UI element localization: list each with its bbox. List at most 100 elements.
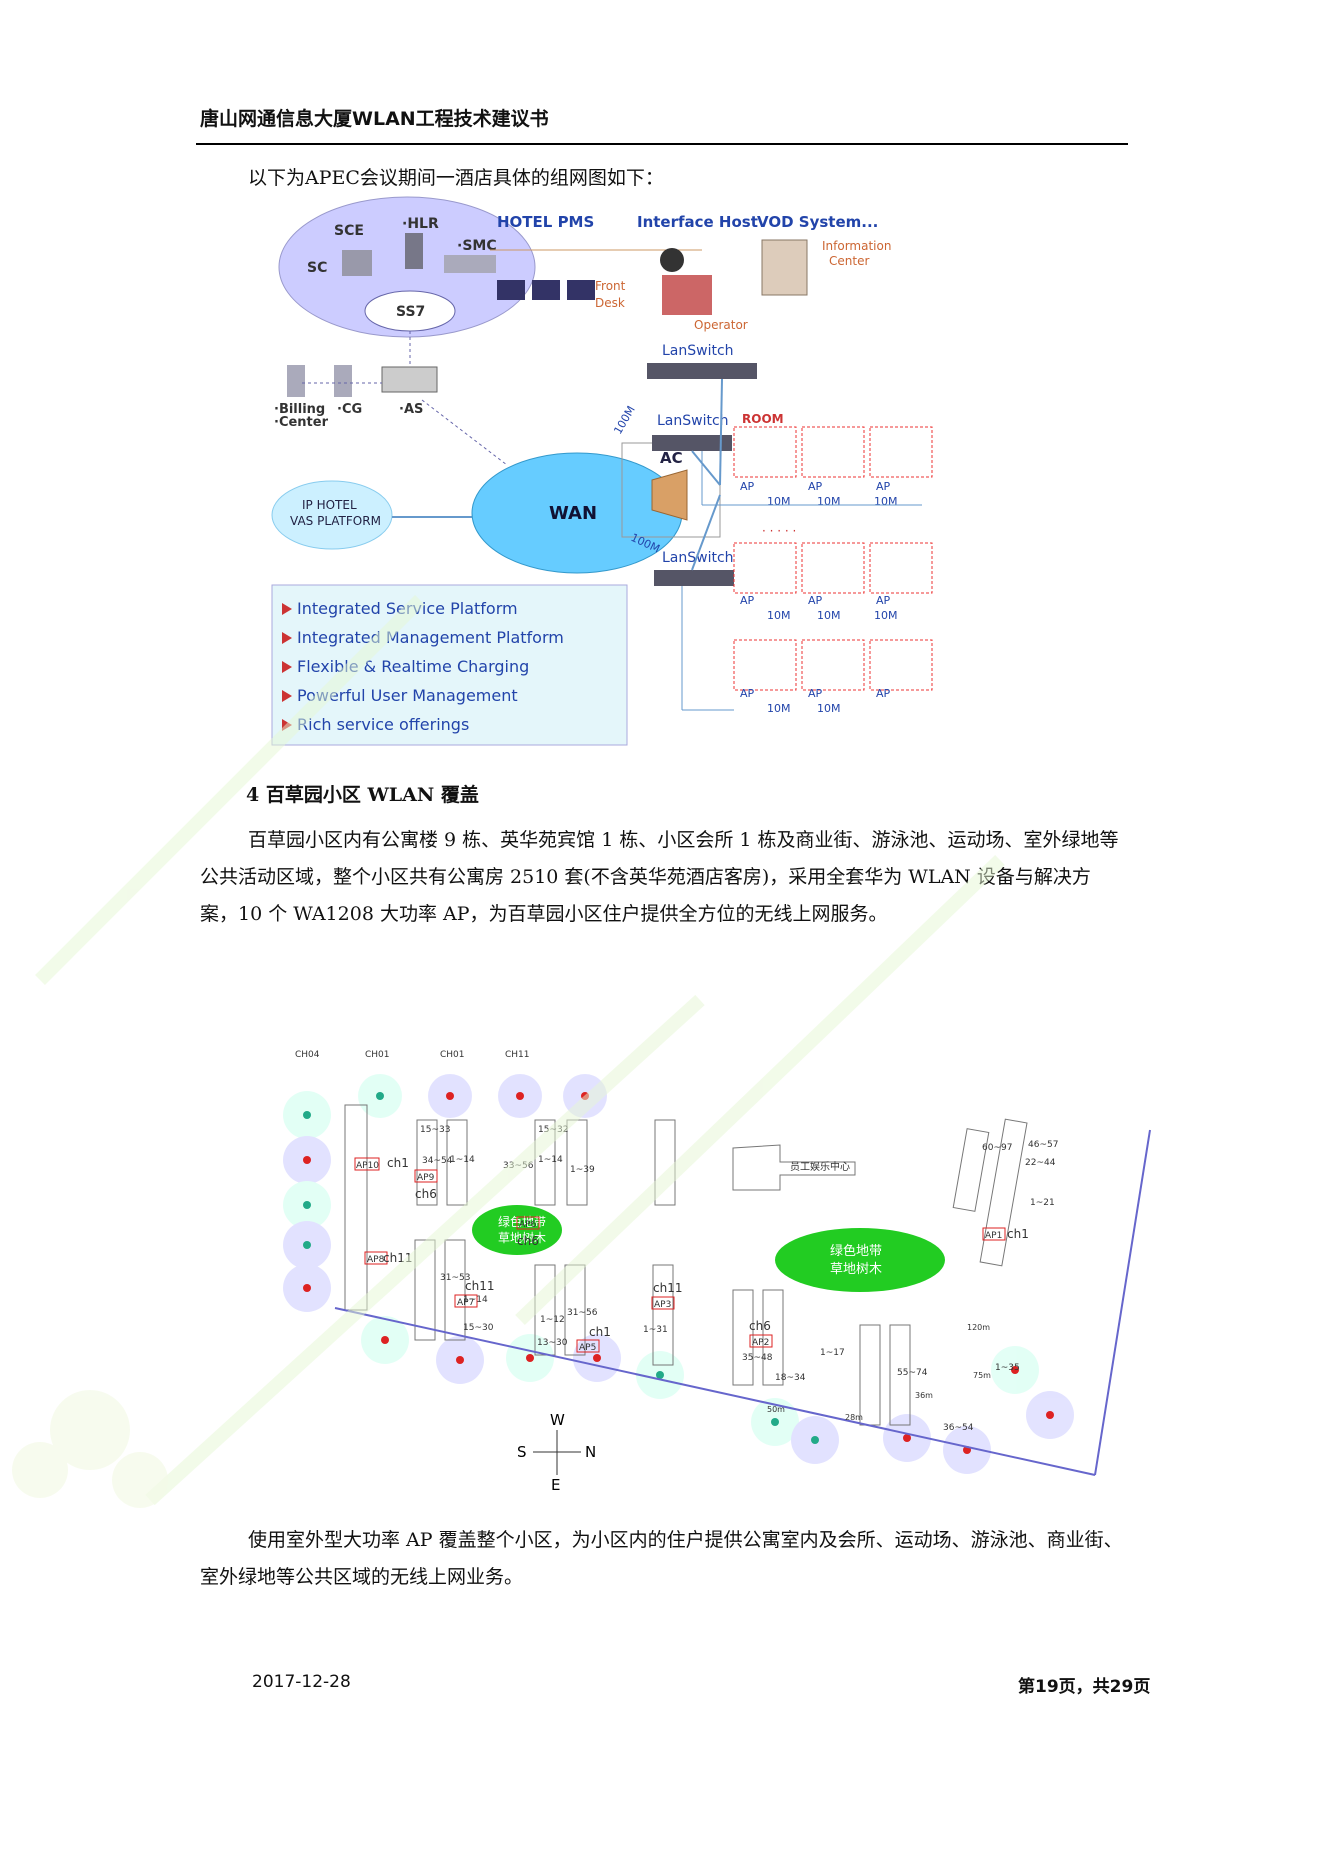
top-ap-label: CH01 [365, 1050, 390, 1060]
ip-hotel-label: IP HOTEL [302, 498, 357, 512]
coverage-map: CH04 CH01 CH01 CH11 员工娱乐中心 绿色地带 草地树木 绿色地… [283, 1050, 1151, 1494]
range-label: 1~31 [643, 1325, 668, 1335]
range-label: 15~32 [538, 1125, 568, 1135]
pms-terminal-icon [532, 280, 560, 300]
ap-tag: AP9 [417, 1173, 435, 1183]
ap-label: AP [876, 480, 891, 493]
ch-label: ch11 [653, 1281, 682, 1295]
sce-label: SCE [334, 223, 364, 239]
operator-icon [660, 248, 684, 272]
ap-location-dots [303, 1092, 1054, 1454]
compass-n: N [585, 1443, 596, 1461]
link-10m-label: 10M [817, 702, 841, 715]
pms-terminal-icon [497, 280, 525, 300]
link-10m-label: 10M [817, 609, 841, 622]
billing-server-icon [287, 365, 305, 397]
distance-label: 120m [967, 1323, 990, 1332]
continuation-dots: · · · · · [762, 524, 796, 538]
range-label: 1~17 [820, 1348, 845, 1358]
room-label: ROOM [742, 412, 784, 426]
coverage-circles [283, 1074, 1074, 1474]
compass-w: W [550, 1411, 565, 1429]
link-100m-label: 100M [611, 404, 638, 437]
range-label: 1~14 [463, 1295, 488, 1305]
ip-hotel-cloud [271, 480, 393, 550]
unit-ranges: 15~33 34~54 1~14 15~32 1~14 33~56 1~39 3… [420, 1125, 1058, 1433]
ch-label: ch1 [589, 1325, 611, 1339]
feature-item: Integrated Service Platform [297, 599, 518, 618]
lanswitch-label-1: LanSwitch [662, 343, 734, 359]
range-label: 33~56 [503, 1161, 534, 1171]
distance-labels: 120m 75m 36m 50m 28m [767, 1323, 991, 1422]
footer-date: 2017-12-28 [252, 1672, 351, 1692]
feature-item: Flexible & Realtime Charging [297, 657, 529, 676]
lanswitch-1-icon [647, 363, 757, 379]
range-label: 15~30 [463, 1323, 494, 1333]
link-10m-label: 10M [767, 702, 791, 715]
range-label: 31~56 [567, 1308, 598, 1318]
interface-host-label: Interface Host [637, 213, 758, 231]
distance-label: 50m [767, 1405, 785, 1414]
range-label: 60~97 [982, 1143, 1012, 1153]
ap-label: AP [808, 480, 823, 493]
link-10m-label: 10M [767, 609, 791, 622]
ap-label: AP [740, 594, 755, 607]
range-label: 1~21 [1030, 1198, 1055, 1208]
ch-label: ch1 [387, 1156, 409, 1170]
front-label: Front [595, 279, 626, 293]
range-label: 35~48 [742, 1353, 773, 1363]
ap-label: AP [740, 480, 755, 493]
ap-tag: AP1 [985, 1231, 1002, 1241]
desk-label: Desk [595, 296, 625, 310]
wan-label: WAN [549, 503, 597, 524]
compass-s: S [517, 1443, 527, 1461]
ap-tag: AP8 [367, 1255, 385, 1265]
footer-page-number: 第19页，共29页 [1018, 1677, 1151, 1697]
vod-system-label: VOD System... [757, 213, 878, 231]
feature-item: Rich service offerings [297, 715, 469, 734]
intro-text: 以下为APEC会议期间一酒店具体的组网图如下： [248, 167, 664, 189]
ch-label: ch6 [517, 1234, 539, 1248]
center-label: ·Center [274, 415, 329, 430]
range-label: 34~54 [422, 1156, 453, 1166]
info-center-label: Center [829, 254, 869, 268]
closing-paragraph: 使用室外型大功率 AP 覆盖整个小区，为小区内的住户提供公寓室内及会所、运动场、… [200, 1529, 1123, 1588]
range-label: 36~54 [943, 1423, 974, 1433]
sc-label: SC [307, 260, 327, 276]
ap-tag: AP2 [752, 1338, 769, 1348]
green-label: 草地树木 [830, 1262, 882, 1277]
range-label: 1~39 [570, 1165, 595, 1175]
header-rule [196, 143, 1128, 145]
clubhouse-label: 员工娱乐中心 [790, 1160, 850, 1173]
compass-icon: W E S N [517, 1411, 596, 1494]
ap-label: AP [876, 687, 891, 700]
lanswitch-label-2: LanSwitch [657, 413, 729, 429]
range-label: 1~14 [450, 1155, 475, 1165]
vod-server-icon [761, 239, 808, 296]
ap-tag: AP10 [356, 1161, 379, 1171]
feature-item: Integrated Management Platform [297, 628, 564, 647]
top-ap-label: CH04 [295, 1050, 320, 1060]
range-label: 1~12 [540, 1315, 565, 1325]
ch-label: ch11 [383, 1251, 412, 1265]
ch-label: ch1 [1007, 1227, 1029, 1241]
vas-platform-label: VAS PLATFORM [290, 514, 381, 528]
apec-network-diagram: SS7 SCE ·HLR SC ·SMC ·Billing ·Center ·C… [271, 196, 933, 746]
lanswitch-3-icon [654, 570, 734, 586]
smc-label: ·SMC [457, 238, 497, 254]
distance-label: 36m [915, 1391, 933, 1400]
compass-e: E [551, 1476, 560, 1494]
information-label: Information [822, 239, 891, 253]
distance-label: 28m [845, 1413, 863, 1422]
ss7-label: SS7 [396, 304, 425, 320]
cg-server-icon [334, 365, 352, 397]
ap-tag: AP3 [654, 1300, 671, 1310]
link-10m-label: 10M [874, 609, 898, 622]
as-server-icon [381, 366, 438, 393]
room-group-2: AP AP AP 10M 10M 10M [733, 542, 933, 622]
ap-label: AP [876, 594, 891, 607]
ch-label: ch6 [749, 1319, 771, 1333]
green-label: 绿色地带 [830, 1243, 882, 1259]
header-title: 唐山网通信息大厦WLAN工程技术建议书 [200, 108, 549, 130]
link-10m-label: 10M [874, 495, 898, 508]
